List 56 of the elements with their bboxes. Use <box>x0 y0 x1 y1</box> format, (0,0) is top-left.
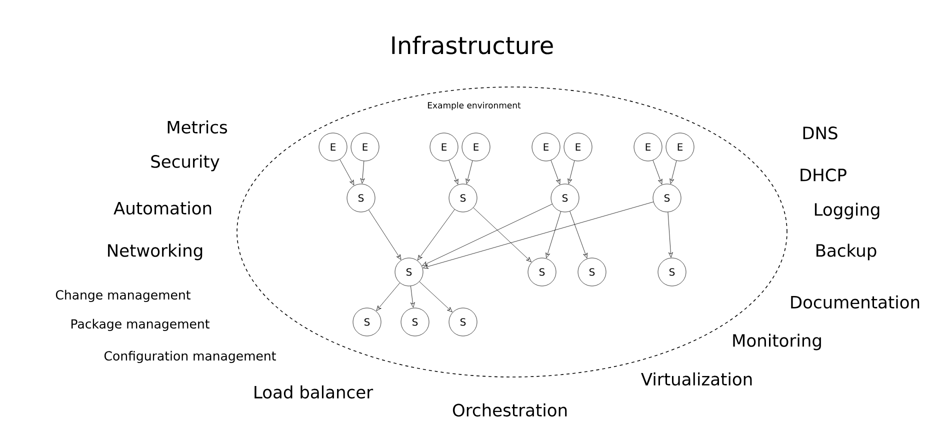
circle-node: S <box>528 258 556 286</box>
circle-node: S <box>658 258 686 286</box>
outer-label: Logging <box>814 202 880 220</box>
arrow <box>368 210 402 260</box>
outer-label: Load balancer <box>254 385 374 399</box>
circle-node: E <box>634 132 662 162</box>
arrow <box>422 204 552 266</box>
circle-node: E <box>666 132 694 162</box>
arrow <box>340 159 354 186</box>
arrow <box>419 281 452 312</box>
circle-node: S <box>448 184 478 212</box>
circle-node: E <box>430 132 458 162</box>
circle-node: S <box>346 184 376 212</box>
outer-label: DHCP <box>800 168 846 182</box>
outer-label: Configuration management <box>104 350 276 364</box>
arrow <box>546 211 561 258</box>
arrow <box>473 208 532 262</box>
arrow <box>652 160 662 184</box>
arrow <box>466 160 473 184</box>
arrow <box>410 286 415 308</box>
arrow <box>422 202 654 269</box>
circle-node: S <box>448 308 478 336</box>
outer-label: Change management <box>56 290 190 302</box>
outer-label: Documentation <box>791 295 920 309</box>
arrow <box>568 160 575 184</box>
circle-node: S <box>550 184 580 212</box>
arrow <box>360 160 365 184</box>
circle-node: E <box>462 132 490 162</box>
outer-label: Virtualization <box>641 372 752 386</box>
arrow <box>550 160 560 184</box>
circle-node: S <box>352 308 382 336</box>
title: Infrastructure <box>392 36 553 54</box>
arrow <box>448 160 458 184</box>
circle-node: S <box>394 258 424 286</box>
circle-node: S <box>652 184 682 212</box>
outer-label: Metrics <box>168 120 228 134</box>
outer-label: Monitoring <box>733 334 821 350</box>
arrow <box>417 209 455 260</box>
environment-label: Example environment <box>428 102 521 110</box>
outer-label: Package management <box>71 318 210 332</box>
outer-label: Backup <box>816 244 876 260</box>
circle-node: E <box>564 132 592 162</box>
circle-node: E <box>318 132 348 162</box>
outer-label: Orchestration <box>452 403 567 417</box>
arrow <box>670 160 677 184</box>
arrow <box>668 212 673 258</box>
circle-node: E <box>350 132 380 162</box>
outer-label: Networking <box>108 244 202 260</box>
circle-node: S <box>578 258 606 286</box>
outer-label: DNS <box>803 126 838 140</box>
outer-label: Security <box>151 154 220 172</box>
circle-node: S <box>400 308 430 336</box>
circle-node: E <box>532 132 560 162</box>
arrow <box>376 282 400 311</box>
arrow <box>570 211 588 258</box>
outer-label: Automation <box>114 201 212 215</box>
